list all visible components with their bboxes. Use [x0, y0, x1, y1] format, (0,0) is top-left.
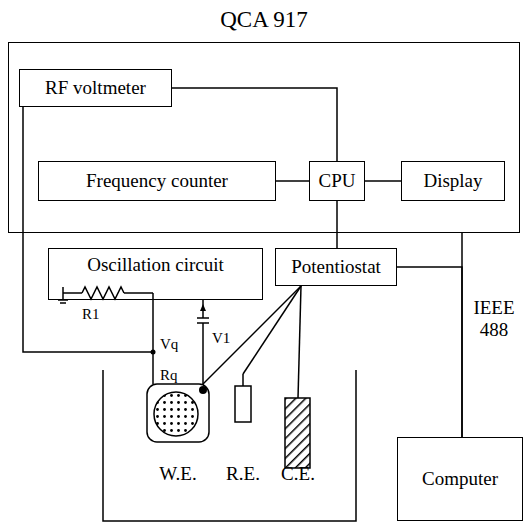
counter-electrode: C.E. [272, 398, 324, 487]
process-box: Frequency counter [38, 161, 276, 201]
connector-wire [276, 180, 309, 182]
instrument-housing: QCA 917RF voltmeterFrequency counterCPUD… [8, 42, 520, 233]
capacitor-wire [197, 300, 209, 390]
working-electrode: W.E. [140, 384, 216, 487]
connector-wire [336, 201, 338, 248]
node-text: RF voltmeter [45, 78, 146, 99]
connector-wire [365, 180, 401, 182]
electrode-stem [242, 374, 244, 386]
connector-wire [23, 107, 153, 352]
signal-label: V1 [212, 330, 230, 347]
quartz-crystal [154, 392, 198, 436]
connector-wire [152, 300, 154, 384]
connector-wire [172, 88, 337, 161]
component-label: Rq [160, 367, 178, 384]
electrode-holder [147, 384, 209, 442]
instrument-title: QCA 917 [9, 7, 519, 32]
node-text: CPU [319, 171, 356, 192]
process-box: Display [401, 161, 505, 201]
arrow-head [200, 304, 206, 311]
node-text: Frequency counter [86, 171, 228, 192]
process-box: Potentiostat [275, 248, 397, 286]
connector-wire [203, 286, 301, 384]
node-text: Potentiostat [291, 257, 381, 278]
node-text: R.E. [226, 464, 260, 485]
bus-label: IEEE 488 [470, 296, 518, 342]
signal-label: Vq [160, 336, 178, 353]
node-text: C.E. [281, 464, 315, 485]
contact-dot [199, 386, 207, 394]
process-box: RF voltmeter [19, 69, 172, 107]
reference-electrode: R.E. [220, 374, 266, 487]
cell-tank [103, 370, 356, 521]
reference-electrode [235, 386, 251, 422]
circuit-box: Oscillation circuit [48, 248, 263, 300]
component-label: R1 [82, 306, 100, 323]
connector-wire [397, 267, 462, 437]
computer-box: Computer [397, 437, 523, 521]
connector-wire [298, 286, 301, 398]
node-text: Display [423, 171, 482, 192]
resistor-symbol [58, 287, 153, 303]
node-text: Computer [422, 469, 498, 490]
node-text: W.E. [159, 464, 196, 485]
node-text: Oscillation circuit [87, 255, 224, 276]
counter-electrode [285, 398, 310, 468]
process-box: CPU [309, 161, 365, 201]
